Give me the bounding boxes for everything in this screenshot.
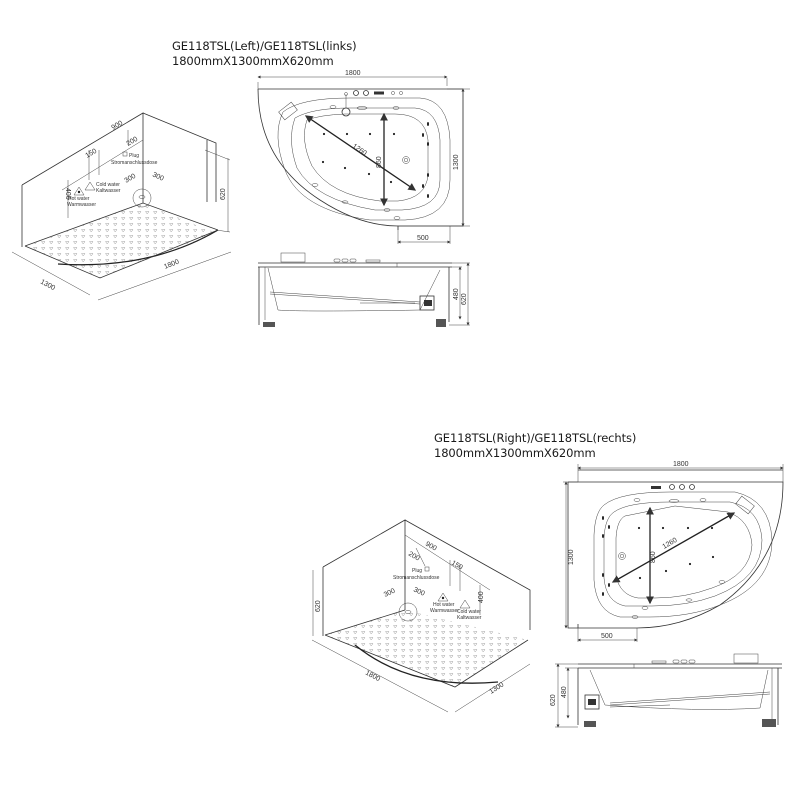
right-iso-length-dim: 1800 [364,670,381,684]
right-iso-900-dim: 900 [424,541,438,553]
hot-water-warning-icon [73,186,85,196]
left-cold-water-label-de: Kaltwasser [96,188,121,194]
right-side-inner-height-dim: 480 [561,686,568,698]
left-iso-900-dim: 900 [111,120,125,132]
left-model-title: GE118TSL(Left)/GE118TSL(links) 1800mmX13… [172,39,357,69]
right-iso-200-dim: 200 [407,551,421,563]
left-iso-length-dim: 1800 [163,258,180,270]
right-iso-height-dim: 620 [315,600,322,612]
left-top-inner-dim: 860 [376,156,383,168]
left-side-view: 480 620 [258,252,470,327]
right-cold-water-label-de: Kaltwasser [457,615,482,621]
left-top-offset-dim: 500 [417,235,429,242]
right-side-height-dim: 620 [550,694,557,706]
left-model-dimensions: 1800mmX1300mmX620mm [172,54,334,68]
right-iso-width-dim: 1300 [488,681,505,695]
left-cold-water-label: Cold water [96,182,120,188]
right-model-title: GE118TSL(Right)/GE118TSL(rechts) 1800mmX… [434,431,636,461]
right-top-offset-dim: 500 [601,633,613,640]
pump-motor-icon [584,694,600,710]
left-hot-water-label: Hot water [68,196,90,202]
left-side-height-dim: 620 [461,293,468,305]
left-model-name: GE118TSL(Left)/GE118TSL(links) [172,39,357,53]
left-side-inner-height-dim: 480 [453,288,460,300]
cold-water-warning-icon [459,599,471,609]
left-plug-label-de: Stromanschlussdose [111,160,158,166]
cold-water-warning-icon [84,181,96,191]
right-plug-label-de: Stromanschlussdose [393,575,440,581]
right-iso-300a-dim: 300 [383,587,397,598]
right-top-view: 1260 860 1800 1300 500 [563,461,784,642]
left-iso-height-dim: 620 [220,188,227,200]
right-iso-400-dim: 400 [478,591,485,603]
right-side-view: 620 480 [550,653,782,728]
left-top-diagonal-dim: 1260 [351,143,368,158]
right-top-depth-dim: 1300 [568,549,575,565]
left-plug-label: Plug [129,153,139,159]
plug-icon [122,151,128,157]
right-iso-300b-dim: 300 [412,586,426,597]
right-plug-label: Plug [412,568,422,574]
right-model-name: GE118TSL(Right)/GE118TSL(rechts) [434,431,637,445]
right-top-diagonal-dim: 1260 [662,537,679,551]
pump-motor-icon [419,295,435,311]
right-model-dimensions: 1800mmX1300mmX620mm [434,446,596,460]
left-iso-150-dim: 150 [85,148,99,160]
plug-icon [424,566,430,572]
left-iso-300a-dim: 300 [124,173,138,185]
right-top-width-dim: 1800 [673,461,689,468]
right-hot-water-label: Hot water [433,602,455,608]
right-top-inner-dim: 860 [650,551,657,563]
left-top-width-dim: 1800 [345,70,361,77]
right-hot-water-label-de: Warmwasser [430,608,459,614]
right-cold-water-label: Cold water [457,609,481,615]
left-iso-width-dim: 1300 [39,279,56,293]
left-top-view: 1260 860 1800 1300 500 [257,70,470,244]
left-iso-view: 1300 1800 620 900 200 150 400 300 300 Pl… [11,112,232,301]
left-iso-300b-dim: 300 [151,171,165,182]
left-iso-200-dim: 200 [126,136,140,148]
hot-water-warning-icon [437,592,449,602]
right-iso-view: 1800 1300 620 900 200 150 400 300 300 Pl… [311,519,531,713]
left-top-depth-dim: 1300 [453,154,460,170]
right-iso-150-dim: 150 [450,560,464,572]
left-hot-water-label-de: Warmwasser [67,202,96,208]
left-iso-400-dim: 400 [64,188,71,200]
